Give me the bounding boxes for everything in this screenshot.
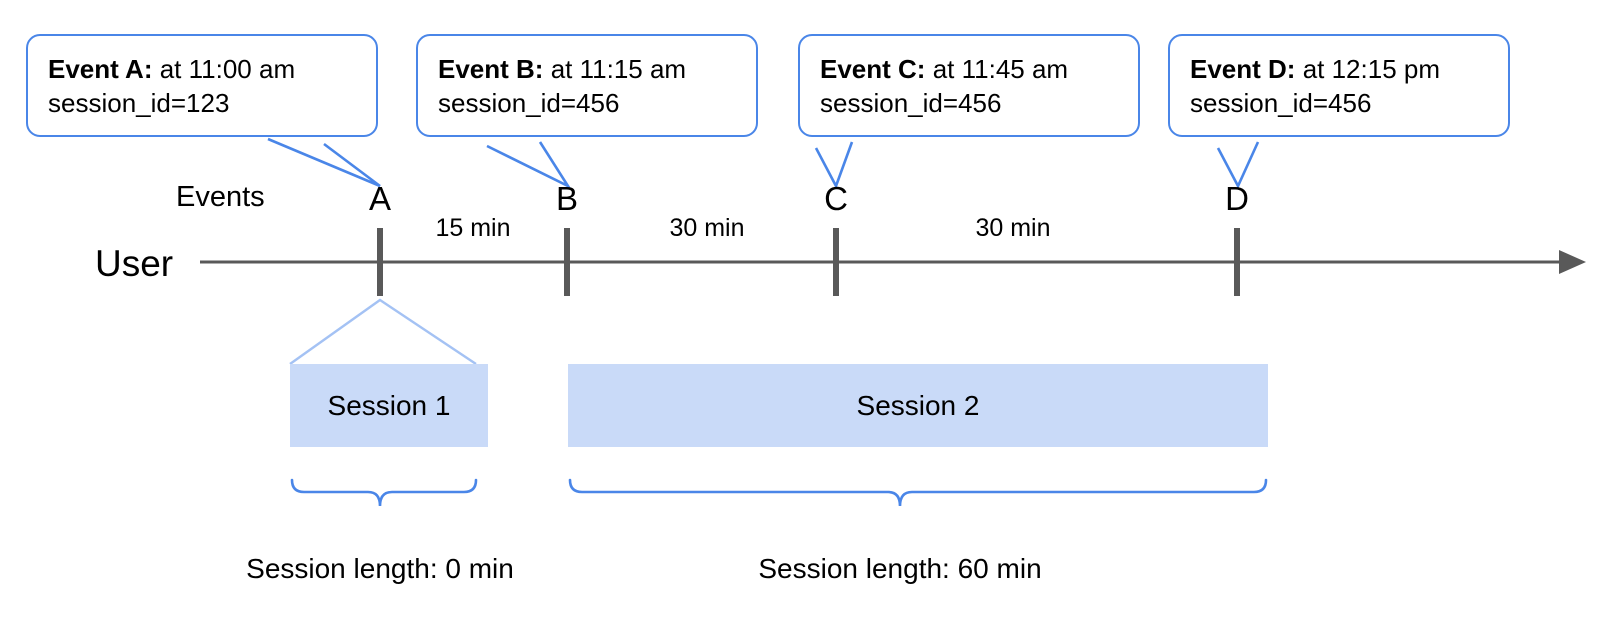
session-2-brace	[568, 478, 1268, 507]
callout-time: at 12:15 pm	[1295, 54, 1441, 84]
callout-time: at 11:45 am	[925, 54, 1069, 84]
gap-label-b-c: 30 min	[669, 214, 745, 242]
session-box-1: Session 1	[290, 364, 488, 447]
callout-time: at 11:15 am	[543, 54, 687, 84]
callout-session-id: session_id=456	[1190, 88, 1372, 119]
callout-title: Event C:	[820, 54, 926, 84]
callout-title: Event D:	[1190, 54, 1296, 84]
session-1-brace	[290, 478, 478, 507]
callout-session-id: session_id=123	[48, 88, 230, 119]
session-1-tent-connector	[289, 298, 477, 365]
callout-time: at 11:00 am	[152, 54, 296, 84]
callout-session-id: session_id=456	[438, 88, 620, 119]
event-marker-label-d: D	[1225, 180, 1249, 217]
callout-session-id: session_id=456	[820, 88, 1002, 119]
gap-label-c-d: 30 min	[975, 214, 1051, 242]
lane-label-user: User	[95, 243, 174, 284]
callout-event-b: Event B: at 11:15 am session_id=456	[416, 34, 758, 137]
gap-label-a-b: 15 min	[435, 214, 511, 242]
event-marker-label-b: B	[555, 180, 579, 217]
callout-event-c: Event C: at 11:45 am session_id=456	[798, 34, 1140, 137]
event-marker-label-c: C	[824, 180, 848, 217]
row-label-events: Events	[176, 181, 265, 213]
session-length-label-2: Session length: 60 min	[758, 553, 1042, 584]
event-marker-label-a: A	[368, 180, 392, 217]
session-box-label: Session 2	[856, 389, 980, 421]
callout-event-d: Event D: at 12:15 pm session_id=456	[1168, 34, 1510, 137]
session-box-label: Session 1	[327, 389, 451, 421]
callout-title: Event B:	[438, 54, 544, 84]
callout-event-a: Event A: at 11:00 am session_id=123	[26, 34, 378, 137]
session-box-2: Session 2	[568, 364, 1268, 447]
callout-leader-a	[267, 137, 381, 188]
callout-title: Event A:	[48, 54, 153, 84]
session-length-label-1: Session length: 0 min	[246, 553, 514, 584]
